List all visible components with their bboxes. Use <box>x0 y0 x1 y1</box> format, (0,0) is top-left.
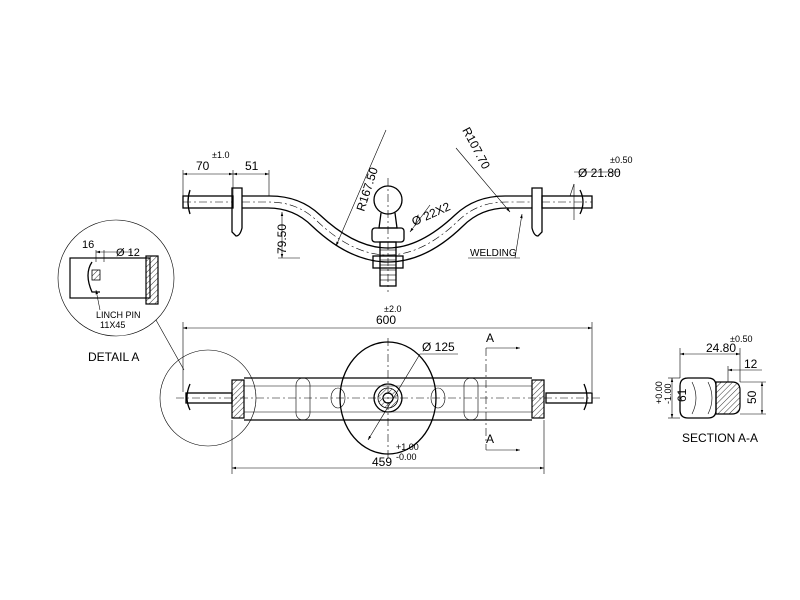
welding-label: WELDING <box>470 248 517 259</box>
front-view <box>182 129 620 292</box>
dim-79-50: 79.50 <box>275 224 289 254</box>
dim-459-tol-minus: -0.00 <box>396 452 417 462</box>
section-a-a <box>668 348 766 419</box>
dim-600-tol: ±2.0 <box>384 304 401 314</box>
dim-61-tol-minus: -1.00 <box>663 383 673 404</box>
dim-61: 61 <box>675 388 689 402</box>
dim-24-80-tol: ±0.50 <box>730 334 752 344</box>
dim-50: 50 <box>745 390 759 404</box>
detail-a-label: DETAIL A <box>88 350 139 364</box>
dim-12-section: 12 <box>744 357 758 371</box>
dim-24-80: 24.80 <box>706 341 736 355</box>
dim-125: Ø 125 <box>422 340 455 354</box>
right-bracket <box>531 187 543 237</box>
dim-459-tol-plus: +1.00 <box>396 442 419 452</box>
section-a-top: A <box>486 331 494 345</box>
linch-pin-size: 11X45 <box>100 320 125 330</box>
dim-600: 600 <box>376 313 396 327</box>
left-bracket <box>231 187 243 237</box>
dim-21-80-tol: ±0.50 <box>610 155 632 165</box>
dim-21-80: Ø 21.80 <box>578 166 621 180</box>
detail-a-circle <box>57 219 175 337</box>
detail-a <box>57 219 175 337</box>
top-view <box>159 322 600 474</box>
section-a-bottom: A <box>486 432 494 446</box>
dim-16: 16 <box>82 239 94 251</box>
linch-pin-label: LINCH PIN <box>96 310 141 320</box>
dim-r107: R107.70 <box>459 125 493 172</box>
dim-r167: R167.50 <box>354 165 381 213</box>
dim-459: 459 <box>372 455 392 469</box>
dim-70: 70 <box>196 159 210 173</box>
dim-12: Ø 12 <box>116 247 140 259</box>
dim-61-tol-plus: +0.00 <box>654 381 664 404</box>
section-a-a-label: SECTION A-A <box>682 431 758 445</box>
dim-22x2: Ø 22X2 <box>410 199 453 228</box>
dim-70-tol: ±1.0 <box>212 150 229 160</box>
dim-51: 51 <box>245 159 259 173</box>
